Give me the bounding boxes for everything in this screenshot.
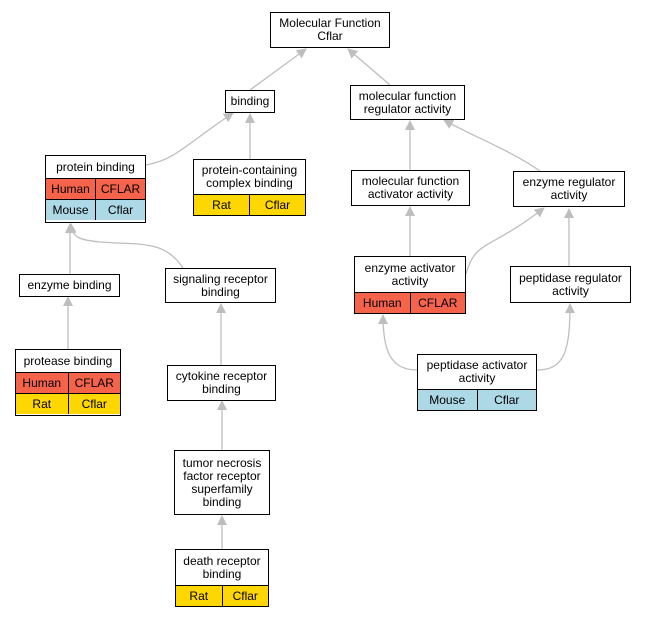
node-peptidase-regulator-activity[interactable]: peptidase regulator activity — [510, 266, 631, 303]
node-mfaa-label: molecular function activator activity — [361, 174, 460, 201]
gene-cell: CFLAR — [409, 293, 465, 313]
gene-cell: Cflar — [249, 195, 305, 215]
node-binding-label: binding — [230, 94, 270, 108]
gene-cell: Cflar — [95, 200, 145, 220]
gene-cell: CFLAR — [67, 373, 120, 393]
annotation-row: Rat Cflar — [194, 194, 305, 215]
species-cell: Human — [355, 293, 410, 313]
species-cell: Human — [16, 373, 68, 393]
node-enzyme-regulator-activity[interactable]: enzyme regulator activity — [513, 171, 625, 207]
node-enzyme-binding-label: enzyme binding — [27, 278, 112, 292]
node-paa-label: peptidase activator activity — [426, 358, 528, 385]
node-eaa-label: enzyme activator activity — [364, 260, 456, 288]
node-molecular-function[interactable]: Molecular Function Cflar — [270, 12, 390, 48]
node-era-label: enzyme regulator activity — [522, 175, 616, 202]
node-binding[interactable]: binding — [225, 90, 275, 113]
node-tumor-necrosis-factor-receptor-superfamily-binding[interactable]: tumor necrosis factor receptor superfami… — [174, 450, 270, 515]
annotation-row: Human CFLAR — [46, 178, 145, 199]
species-cell: Rat — [194, 195, 249, 215]
edge-protein-binding-to-binding — [145, 112, 234, 166]
node-protease-binding[interactable]: protease binding Human CFLAR Rat Cflar — [15, 349, 121, 416]
edge-paa-to-pra — [536, 303, 575, 371]
node-enzyme-activator-activity[interactable]: enzyme activator activity Human CFLAR — [354, 256, 466, 314]
edge-srb-to-protein-binding — [66, 223, 184, 269]
node-drb-label: death receptor binding — [183, 553, 261, 581]
node-molecular-function-regulator-activity[interactable]: molecular function regulator activity — [350, 85, 465, 120]
annotation-row: Mouse Cflar — [46, 199, 145, 220]
edge-binding-to-mf — [249, 48, 307, 91]
node-cytokine-receptor-binding[interactable]: cytokine receptor binding — [167, 365, 276, 401]
species-cell: Mouse — [46, 200, 95, 220]
gene-cell: Cflar — [67, 394, 120, 414]
node-srb-label: signaling receptor binding — [173, 271, 268, 299]
node-enzyme-binding[interactable]: enzyme binding — [19, 274, 120, 297]
node-pra-label: peptidase regulator activity — [519, 270, 622, 298]
species-cell: Human — [46, 179, 95, 199]
node-signaling-receptor-binding[interactable]: signaling receptor binding — [165, 268, 276, 303]
gene-cell: CFLAR — [95, 179, 145, 199]
annotation-row: Rat Cflar — [176, 585, 268, 606]
node-protease-binding-label: protease binding — [23, 353, 113, 368]
species-cell: Rat — [16, 394, 68, 414]
annotation-row: Human CFLAR — [355, 292, 465, 313]
edge-mfra-to-mf — [347, 48, 391, 86]
node-death-receptor-binding[interactable]: death receptor binding Rat Cflar — [175, 549, 269, 607]
node-pccb-label: protein-containing complex binding — [201, 163, 298, 190]
node-tnfrsb-label: tumor necrosis factor receptor superfami… — [182, 455, 262, 509]
annotation-row: Rat Cflar — [16, 393, 120, 414]
gene-cell: Cflar — [221, 586, 268, 606]
node-molecular-function-activator-activity[interactable]: molecular function activator activity — [351, 170, 470, 206]
annotation-row: Mouse Cflar — [418, 389, 536, 410]
edge-era-to-mfra — [443, 119, 541, 172]
species-cell: Rat — [176, 586, 222, 606]
node-molecular-function-label: Molecular Function Cflar — [279, 16, 381, 43]
edge-paa-to-eaa — [378, 314, 418, 371]
node-protein-containing-complex-binding[interactable]: protein-containing complex binding Rat C… — [193, 159, 306, 216]
node-crb-label: cytokine receptor binding — [175, 369, 268, 396]
node-mfra-label: molecular function regulator activity — [358, 88, 457, 116]
edge-eaa-to-era — [465, 207, 545, 275]
species-cell: Mouse — [418, 390, 477, 410]
node-protein-binding-label: protein binding — [56, 159, 135, 174]
gene-cell: Cflar — [476, 390, 536, 410]
node-protein-binding[interactable]: protein binding Human CFLAR Mouse Cflar — [45, 155, 146, 223]
annotation-row: Human CFLAR — [16, 372, 120, 393]
node-peptidase-activator-activity[interactable]: peptidase activator activity Mouse Cflar — [417, 354, 537, 411]
